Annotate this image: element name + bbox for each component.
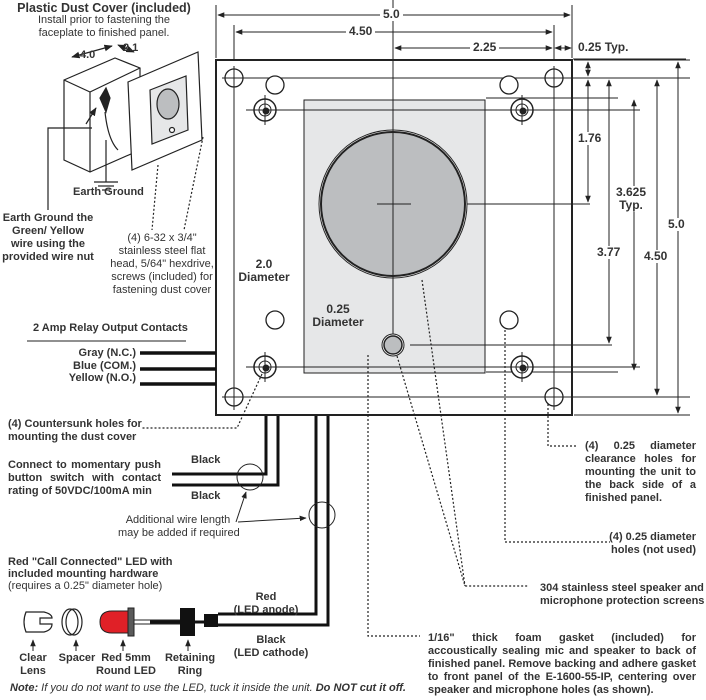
led-assembly: [23, 607, 218, 651]
dim-mic-center: 3.77: [594, 246, 624, 259]
relay-wire-gray: Gray (N.C.): [78, 347, 136, 359]
push-button-wire-label: Black: [191, 454, 221, 466]
unused-holes: [265, 75, 519, 330]
push-button-note: Connect to momentary push button switch …: [8, 459, 161, 497]
earth-ground-note: Earth Ground the Green/ Yellow wire usin…: [2, 212, 94, 263]
callout-leaders: [142, 136, 610, 637]
led-wire-black-label: Black(LED cathode): [233, 634, 309, 659]
red-led-icon: [99, 610, 129, 634]
led-title: included mounting hardware: [8, 568, 159, 580]
led-wire-red-label: Red(LED anode): [233, 591, 299, 616]
dust-cover-subtitle: faceplate to finished panel.: [38, 27, 170, 39]
wire-nut-icon: [99, 86, 111, 114]
dim-edge-offset: 0.25 Typ.: [578, 40, 629, 54]
dim-center-offset: 2.25: [470, 41, 500, 54]
unused-hole: [265, 310, 285, 330]
wire-connector-icon: [204, 614, 218, 627]
led-part-spacer: Spacer: [58, 652, 96, 664]
earth-ground-label: Earth Ground: [73, 186, 144, 198]
dim-dust-cover-length: 4.0: [80, 49, 96, 61]
dim-overall-width: 5.0: [380, 8, 403, 21]
relay-title: 2 Amp Relay Output Contacts: [33, 322, 188, 334]
wire-extension-note: Additional wire length may be added if r…: [118, 514, 240, 539]
clear-lens-icon: [23, 611, 53, 633]
mic-diameter-callout: 0.25 Diameter: [312, 302, 364, 329]
unused-hole: [499, 310, 519, 330]
led-requirement: (requires a 0.25" diameter hole): [8, 580, 163, 592]
push-button-wires: [172, 416, 280, 487]
wire-extension-marker: [308, 501, 336, 529]
dim-dust-cover-depth: 2.1: [123, 42, 139, 54]
clearance-holes-note: (4) 0.25 diameter clearance holes for mo…: [585, 440, 696, 504]
dim-gasket-height: 3.625 Typ.: [614, 185, 648, 212]
speaker-diameter-callout: 2.0 Diameter: [238, 257, 290, 284]
dim-hole-span-height: 4.50: [641, 250, 671, 263]
dust-cover-subtitle: Install prior to fastening the: [37, 14, 171, 26]
dim-overall-height: 5.0: [665, 218, 688, 231]
unused-hole: [499, 75, 519, 95]
dust-cover-title: Plastic Dust Cover (included): [17, 1, 191, 15]
dim-speaker-center: 1.76: [575, 132, 605, 145]
dust-cover-illustration: [47, 44, 203, 210]
screw-note: (4) 6-32 x 3/4" stainless steel flat hea…: [110, 232, 214, 296]
relay-wire-yellow: Yellow (N.O.): [68, 372, 136, 384]
dim-hole-span-width: 4.50: [346, 25, 376, 38]
countersunk-note: (4) Countersunk holes for mounting the d…: [8, 418, 142, 443]
wire-extension-marker: [236, 463, 264, 491]
retaining-ring-icon: [180, 608, 195, 636]
footer-note: Note: If you do not want to use the LED,…: [10, 682, 406, 694]
right-dimensions: [574, 59, 690, 416]
gasket-note: 1/16" thick foam gasket (included) for a…: [428, 632, 696, 696]
dust-cover-box: [63, 57, 141, 173]
push-button-wire-label: Black: [191, 490, 221, 502]
spacer-icon: [61, 608, 79, 636]
led-title: Red "Call Connected" LED with: [8, 556, 173, 568]
relay-wire-blue: Blue (COM.): [73, 360, 136, 372]
countersunk-holes: [250, 95, 537, 382]
relay-wires: [140, 351, 216, 386]
mic-screen: [383, 335, 403, 355]
unused-hole: [265, 75, 285, 95]
speaker-icon: [156, 88, 180, 120]
led-wires: [218, 416, 330, 627]
construction-lines: [226, 0, 690, 410]
